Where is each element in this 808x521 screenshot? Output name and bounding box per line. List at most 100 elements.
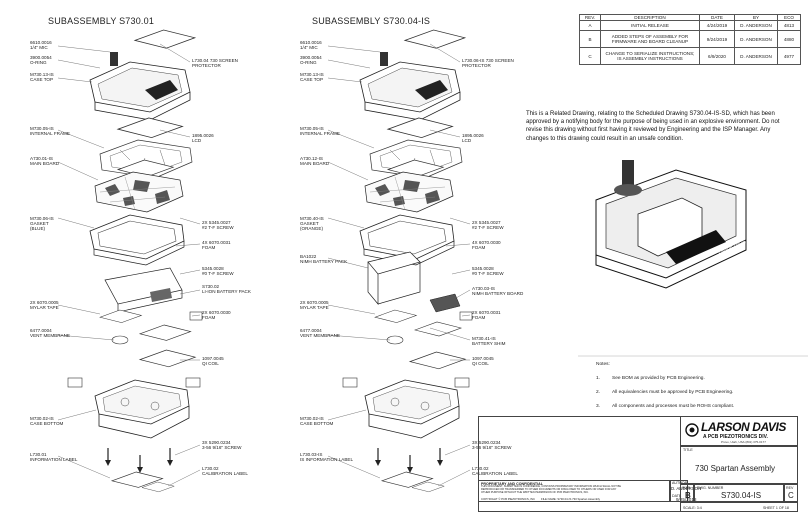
rev-box: REV C <box>784 484 798 502</box>
note-item-number: 2. <box>596 390 601 395</box>
rev-cell: C <box>579 47 601 65</box>
drawing-date: 9/25/2018 <box>676 497 697 502</box>
right-subassembly-title: SUBASSEMBLY S730.04-IS <box>312 16 431 26</box>
sheet-text: SHEET 1 OF 18 <box>763 506 789 510</box>
left-subassembly-title: SUBASSEMBLY S730.01 <box>48 16 155 26</box>
rev-cell: 6/9/2020 <box>699 47 735 65</box>
related-drawing-warning: This is a Related Drawing, relating to t… <box>526 111 780 142</box>
author-box <box>670 480 688 502</box>
brand-name: LARSON DAVIS <box>701 420 786 434</box>
title-label: TITLE <box>683 448 693 452</box>
dwg-number: S730.04-IS <box>721 491 762 500</box>
author-label: AUTHOR <box>672 481 688 485</box>
right-column-parts <box>342 29 473 493</box>
proprietary-heading: PROPRIETARY AND CONFIDENTIAL <box>481 482 543 486</box>
brand-address: Provo, Utah, USA (801) 375-0177 <box>721 440 766 444</box>
dwg-number-label: DWG. NUMBER <box>697 486 724 490</box>
size-box: SIZE B <box>680 484 694 502</box>
notes-heading: Notes: <box>596 362 610 367</box>
note-item-text: All equivalencies must be approved by PC… <box>612 390 734 395</box>
size-value: B <box>685 491 691 500</box>
rev-label: REV <box>786 486 794 490</box>
rev-cell: B <box>579 30 601 48</box>
rev-cell: 4977 <box>777 47 801 65</box>
rev-cell: ADDED STEPS OF ASSEMBLY FOR FIRMWARE AND… <box>600 30 700 48</box>
scale-text: SCALE: 3:4 <box>683 506 702 510</box>
title-box: TITLE 730 Spartan Assembly <box>680 446 798 484</box>
rev-cell: 9/24/2019 <box>699 30 735 48</box>
brand-subtitle: A PCB PIEZOTRONICS DIV. <box>703 434 768 440</box>
rev-cell: D. ANDERSON <box>734 30 778 48</box>
dwg-number-box: DWG. NUMBER S730.04-IS <box>694 484 784 502</box>
copyright-text: COPYRIGHT © PCB PIEZOTRONICS, INC <box>481 497 536 501</box>
rev-cell: CHANGE TO SERIALIZE INSTRUCTIONS; IS ASS… <box>600 47 700 65</box>
note-item-text: All components and processes must be ROH… <box>612 404 735 409</box>
leader-lines <box>57 43 471 487</box>
scale-sheet-box: SCALE: 3:4 SHEET 1 OF 18 <box>680 502 798 512</box>
file-name-text: FILE NAME: S730.04-IS 730 Spartan Assemb… <box>541 497 601 501</box>
larson-davis-logo-icon <box>685 423 699 437</box>
rev-cell: INITIAL RELEASE <box>600 20 700 31</box>
author-name: D. ANDERSON <box>671 486 702 491</box>
right-part-label: 2X 5345.0027#2 T-F SCREW <box>472 220 504 231</box>
proprietary-box: PROPRIETARY AND CONFIDENTIAL THIS DOCUME… <box>478 480 670 502</box>
proprietary-text: THIS DOCUMENT, SUBMITTED IN CONFIDENCE, … <box>481 485 621 494</box>
rev-cell: D. ANDERSON <box>734 47 778 65</box>
rev-value: C <box>788 491 794 500</box>
note-item-number: 3. <box>596 404 601 409</box>
drawing-title: 730 Spartan Assembly <box>695 464 776 473</box>
size-label: SIZE <box>682 486 690 490</box>
rev-cell: A <box>579 20 601 31</box>
device-render <box>595 160 747 289</box>
rev-cell: 4813 <box>777 20 801 31</box>
rev-cell: 4880 <box>777 30 801 48</box>
brand-box: LARSON DAVIS A PCB PIEZOTRONICS DIV. Pro… <box>680 416 798 446</box>
note-item-number: 1. <box>596 376 601 381</box>
left-column-parts <box>67 29 203 493</box>
rev-cell: 4/24/2019 <box>699 20 735 31</box>
note-item-text: See BOM as provided by PCB Engineering. <box>612 376 705 381</box>
revision-table: REV. DESCRIPTION DATE BY ECO A INITIAL R… <box>579 14 801 65</box>
date-label: DATE <box>672 494 682 498</box>
left-part-label: 2X 5345.0027#2 T-F SCREW <box>202 220 234 231</box>
left-part-label: 5345.0028#0 T-F SCREW <box>202 266 234 277</box>
rev-cell: D. ANDERSON <box>734 20 778 31</box>
